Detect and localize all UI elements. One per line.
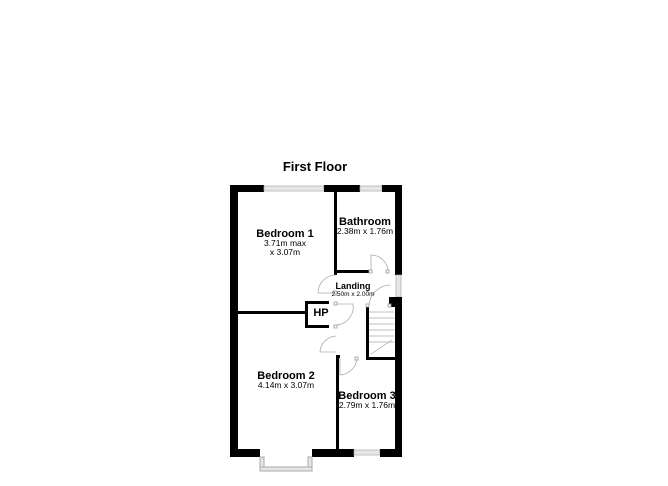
room-dims-bedroom-1-line1: 3.71m max <box>264 238 307 248</box>
internal-walls <box>238 192 396 450</box>
room-label-bedroom-3: Bedroom 3 <box>338 390 395 402</box>
room-dims-bedroom-2: 4.14m x 3.07m <box>258 380 314 390</box>
room-label-landing: Landing <box>336 281 371 291</box>
stairs <box>369 311 394 355</box>
bay-window <box>259 456 313 472</box>
room-label-bedroom-2: Bedroom 2 <box>257 370 314 382</box>
floor-title: First Floor <box>283 159 347 174</box>
room-label-hp: HP <box>313 307 328 319</box>
outer-walls <box>230 185 402 457</box>
room-dims-bedroom-3: 2.79m x 1.76m <box>339 400 395 410</box>
room-dims-landing: 2.50m x 2.00m <box>332 291 375 298</box>
room-dims-bedroom-1-line2: x 3.07m <box>270 247 300 257</box>
room-label-bathroom: Bathroom <box>339 216 391 228</box>
room-label-bedroom-1: Bedroom 1 <box>256 228 313 240</box>
doors <box>317 254 392 376</box>
room-dims-bathroom: 2.38m x 1.76m <box>337 226 393 236</box>
